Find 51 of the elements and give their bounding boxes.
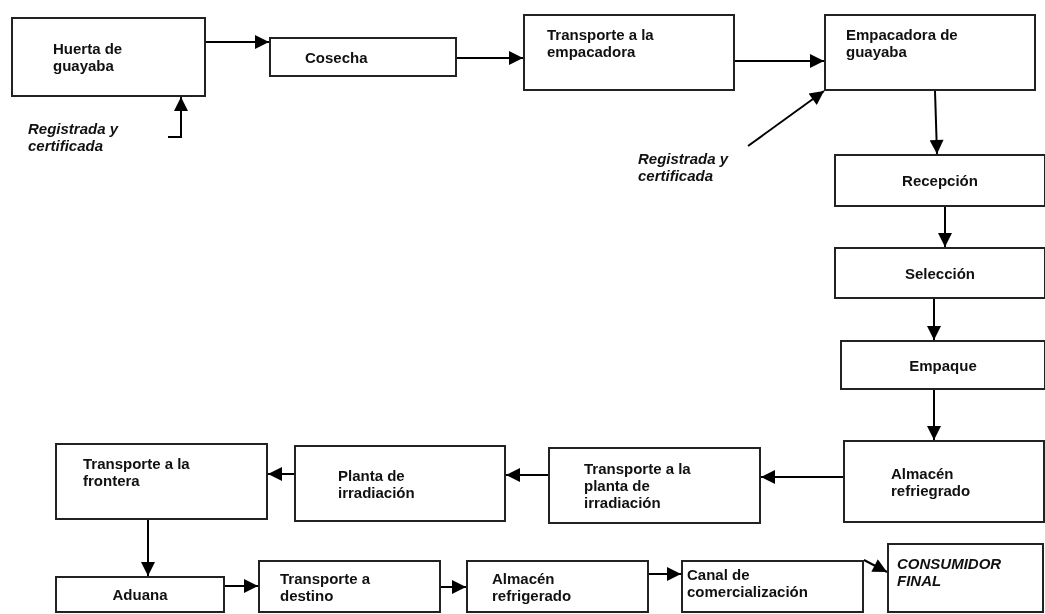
arrow (141, 519, 155, 577)
process-box (466, 560, 649, 613)
process-box (258, 560, 441, 613)
process-box (834, 154, 1045, 207)
box-label: Transporte a la empacadora (547, 26, 655, 60)
arrow (456, 51, 524, 65)
process-box (840, 340, 1045, 390)
process-box (55, 576, 225, 613)
process-box (824, 14, 1036, 91)
note-text: Registrada y certificada (638, 150, 730, 184)
box-label: Aduana (112, 586, 168, 603)
arrow (927, 298, 941, 341)
process-box (843, 440, 1045, 523)
note-text: Registrada y certificada (28, 120, 120, 154)
process-box (887, 543, 1044, 613)
arrow (205, 35, 270, 49)
arrow (863, 559, 888, 573)
box-label: CONSUMIDOR FINAL (897, 555, 1003, 589)
box-label: Transporte a la planta de irradiación (584, 460, 692, 511)
process-box (523, 14, 735, 91)
process-box (681, 560, 864, 613)
process-box (11, 17, 206, 97)
process-box (834, 247, 1045, 299)
arrow (505, 468, 549, 482)
arrow (760, 470, 844, 484)
arrow (167, 96, 188, 138)
arrow (747, 90, 825, 147)
box-label: Almacén refrigerado (492, 569, 573, 604)
arrow (267, 467, 295, 481)
process-box (55, 443, 268, 520)
arrow (938, 206, 952, 248)
box-label: Empaque (909, 356, 977, 374)
arrow (224, 579, 259, 593)
box-label: Cosecha (305, 48, 368, 66)
arrow (440, 580, 467, 594)
box-label: Recepción (902, 172, 978, 189)
box-label: Huerta de guayaba (53, 40, 124, 74)
box-label: Almacén refriegrado (891, 464, 972, 499)
arrow (929, 90, 944, 155)
arrow (648, 567, 682, 581)
box-label: Planta de irradiación (338, 466, 416, 501)
box-label: Transporte a destino (280, 569, 372, 604)
process-box (269, 37, 457, 77)
box-label: Canal de comercialización (687, 566, 809, 600)
box-label: Transporte a la frontera (83, 455, 191, 489)
box-label: Selección (904, 264, 975, 282)
process-box (548, 447, 761, 524)
process-box (294, 445, 506, 522)
arrow (734, 54, 825, 68)
box-label: Empacadora de guayaba (846, 26, 959, 60)
arrow (927, 389, 941, 441)
